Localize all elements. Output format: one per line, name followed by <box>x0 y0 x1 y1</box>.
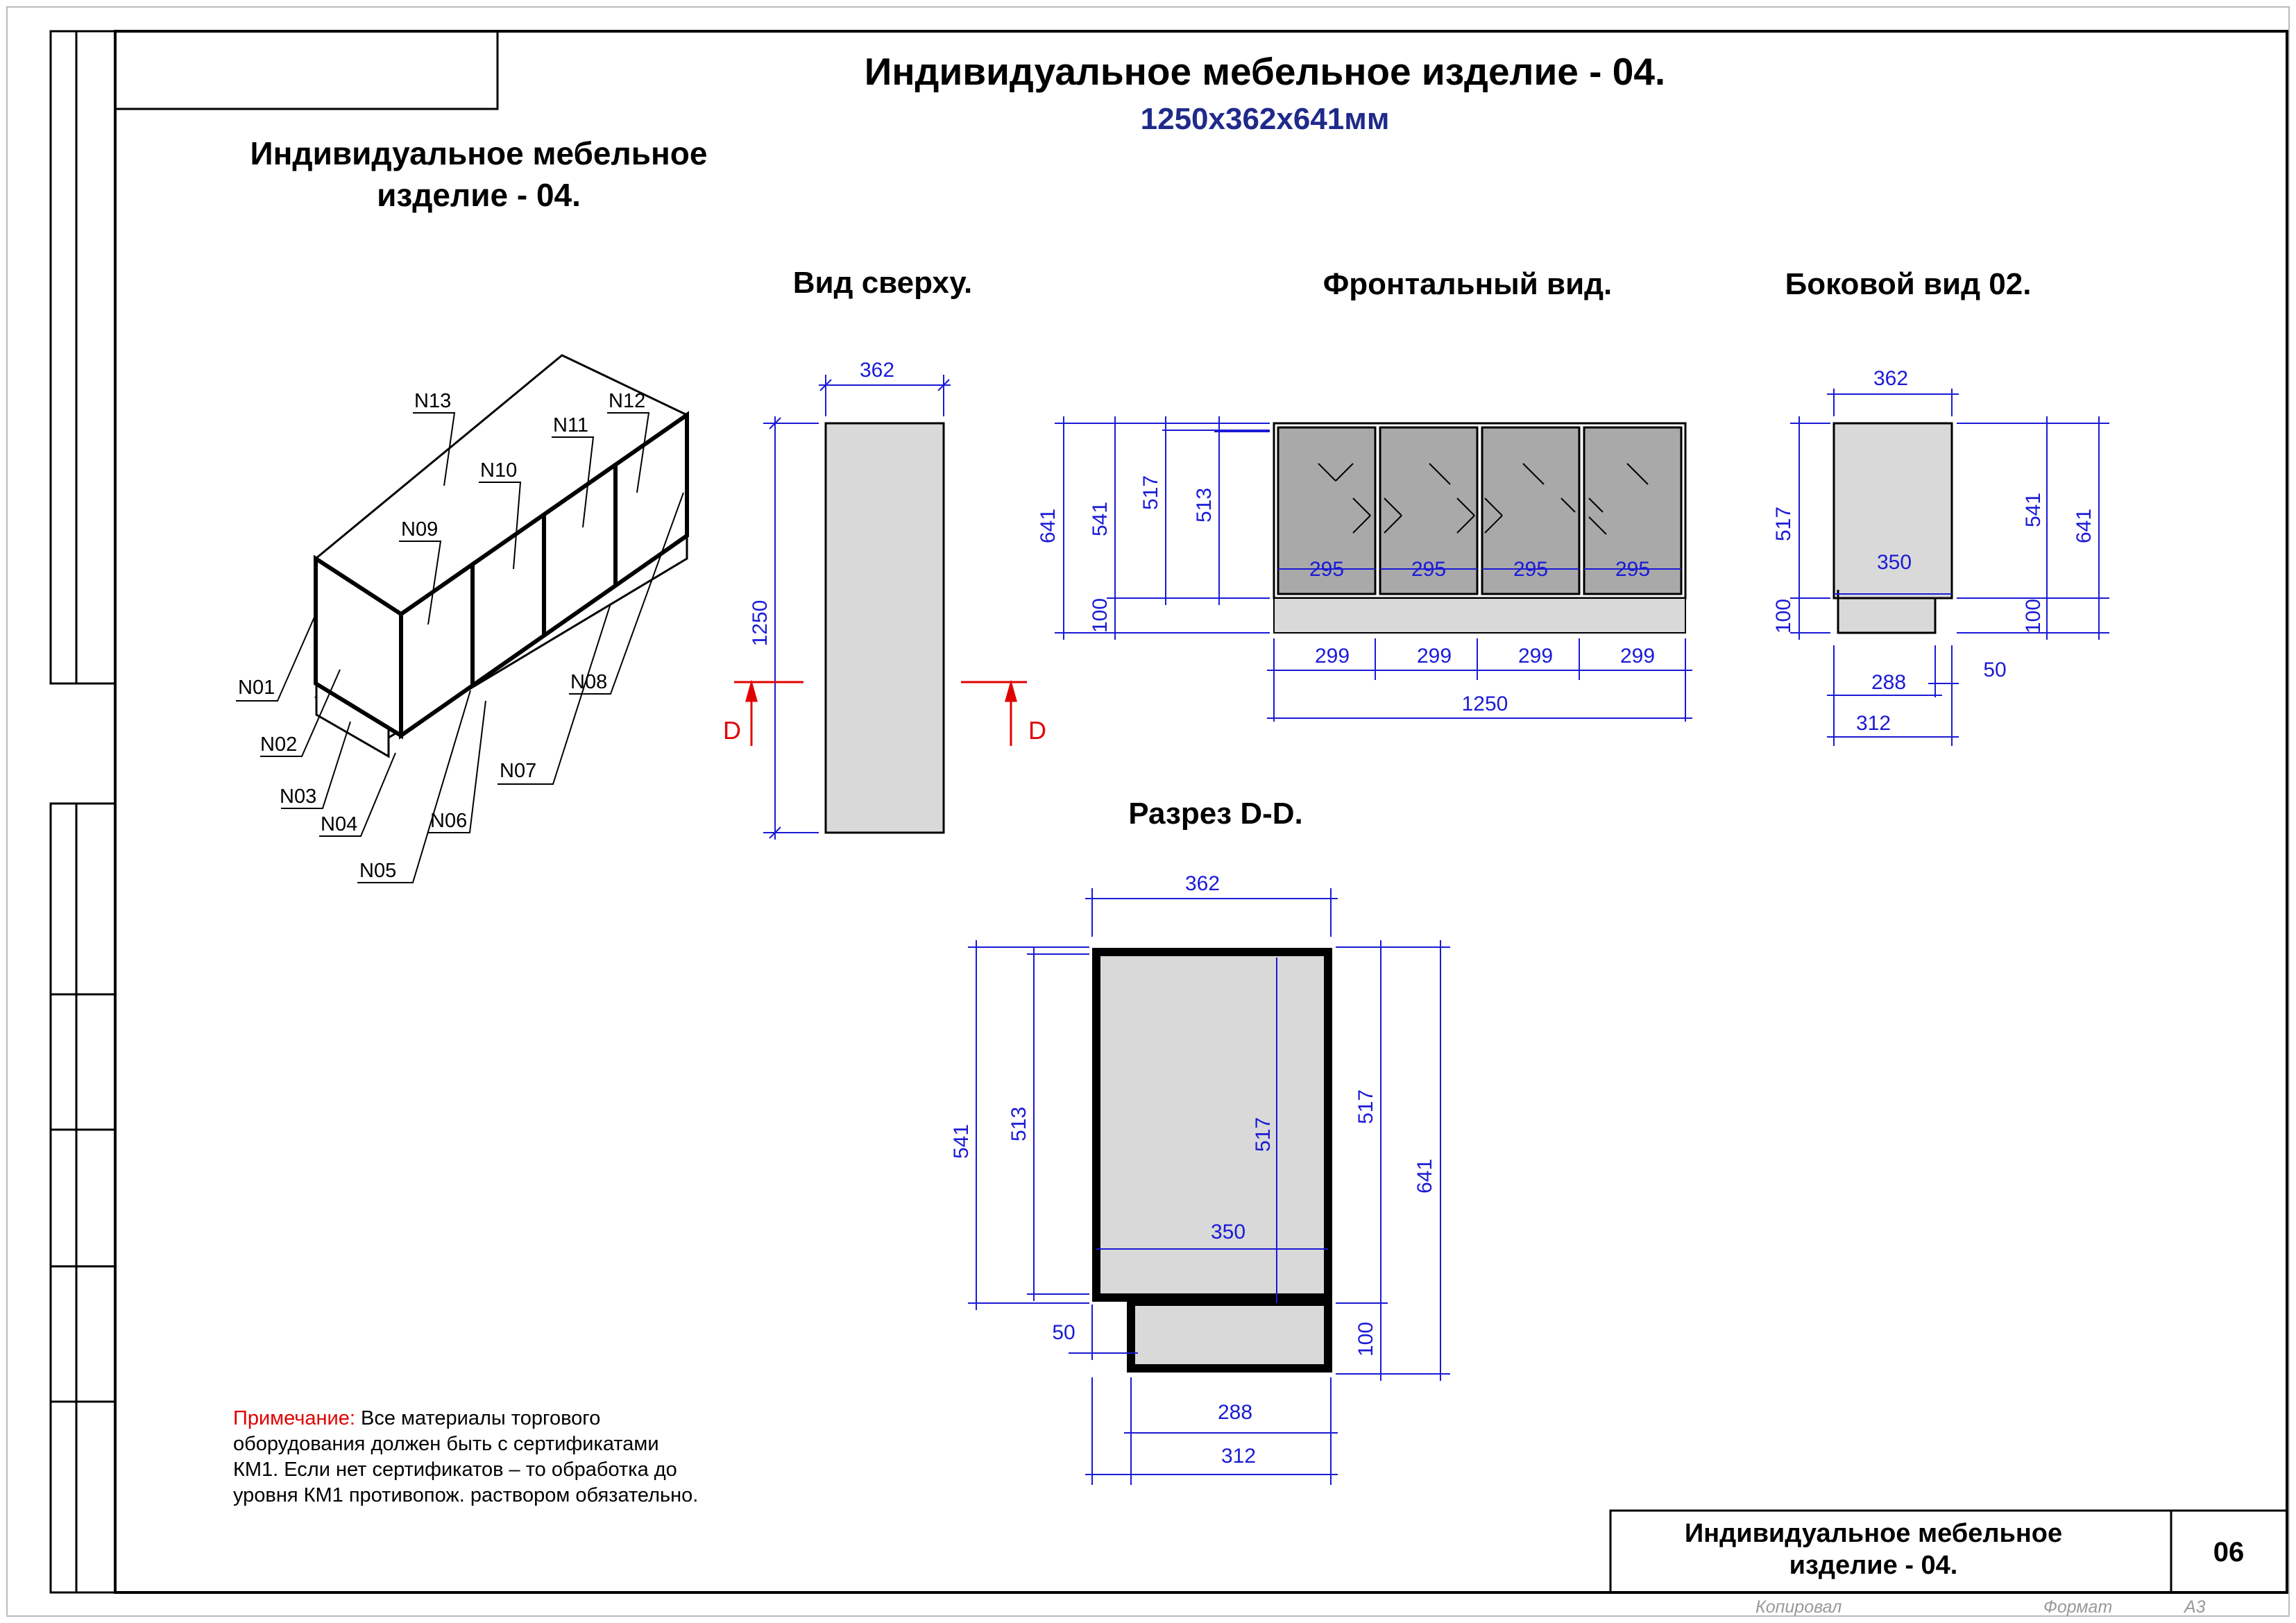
iso-title-line1: Индивидуальное мебельное <box>250 135 708 171</box>
title-block-line2: изделие - 04. <box>1789 1551 1958 1580</box>
section-d50-dim: 50 <box>1052 1321 1075 1344</box>
front-h641-dim: 641 <box>1037 509 1060 543</box>
stamp-format-value: А3 <box>2183 1597 2206 1617</box>
note-line3: КМ1. Если нет сертификатов – то обработк… <box>233 1459 677 1481</box>
section-d312-dim: 312 <box>1221 1445 1256 1468</box>
page-title: Индивидуальное мебельное изделие - 04. <box>865 50 1665 93</box>
iso-label-n09: N09 <box>401 518 438 541</box>
stamp-copied: Копировал <box>1755 1597 1842 1617</box>
sheet-frame <box>6 6 2290 1617</box>
iso-title-line2: изделие - 04. <box>377 177 581 213</box>
iso-label-n05: N05 <box>359 860 396 882</box>
view-title-section: Разрез D-D. <box>1128 797 1303 831</box>
iso-label-n13: N13 <box>414 390 451 412</box>
front-h517-dim: 517 <box>1139 475 1162 510</box>
isometric-drawing: N01 N02 N03 N04 N05 N06 N07 N08 N09 N10 … <box>236 354 689 883</box>
front-total-dim: 1250 <box>1462 692 1508 715</box>
note-block: Примечание: Все материалы торгового обор… <box>233 1407 698 1506</box>
front-h513-dim: 513 <box>1193 488 1216 522</box>
iso-label-n04: N04 <box>321 813 357 835</box>
front-pitch3-dim: 299 <box>1518 645 1553 668</box>
side-h517-dim: 517 <box>1772 507 1795 541</box>
front-door1-dim: 295 <box>1309 558 1344 581</box>
front-door2-dim: 295 <box>1411 558 1446 581</box>
iso-label-n03: N03 <box>280 785 316 808</box>
iso-label-n10: N10 <box>480 459 517 482</box>
front-door4-dim: 295 <box>1615 558 1650 581</box>
side-h100-dim: 100 <box>1772 599 1795 634</box>
side-d50-dim: 50 <box>1983 658 2006 681</box>
side-h641-dim: 641 <box>2073 509 2095 543</box>
title-block-line1: Индивидуальное мебельное <box>1685 1519 2062 1548</box>
view-title-side: Боковой вид 02. <box>1785 267 2032 301</box>
section-h517o-dim: 517 <box>1354 1089 1377 1124</box>
section-h641-dim: 641 <box>1413 1159 1436 1193</box>
view-title-front: Фронтальный вид. <box>1323 267 1613 301</box>
title-block-sheet-number: 06 <box>2213 1537 2245 1567</box>
side-h100r-dim: 100 <box>2022 599 2045 634</box>
section-width-dim: 362 <box>1185 872 1220 895</box>
note-line1: Все материалы торгового <box>355 1407 600 1429</box>
front-pitch1-dim: 299 <box>1315 645 1350 668</box>
section-inner-dim: 350 <box>1211 1221 1245 1243</box>
page-subtitle-dimensions: 1250x362x641мм <box>1141 102 1390 136</box>
side-inner-dim: 350 <box>1877 551 1912 574</box>
section-d288-dim: 288 <box>1218 1401 1252 1424</box>
front-pitch4-dim: 299 <box>1620 645 1655 668</box>
iso-label-n06: N06 <box>430 810 467 832</box>
front-pitch2-dim: 299 <box>1417 645 1452 668</box>
section-h541-dim: 541 <box>950 1124 973 1159</box>
side-width-dim: 362 <box>1873 367 1908 390</box>
side-view: 350 362 517 100 541 641 100 288 <box>1772 367 2109 746</box>
stamp-format-label: Формат <box>2043 1597 2112 1617</box>
top-view: 362 1250 D D <box>723 359 1046 840</box>
note-line2: оборудования должен быть с сертификатами <box>233 1433 659 1455</box>
section-view: 350 362 541 513 <box>950 872 1450 1485</box>
side-d288-dim: 288 <box>1871 671 1906 694</box>
side-d312-dim: 312 <box>1856 712 1891 735</box>
front-view: 295 295 295 295 641 541 517 513 100 <box>1037 416 1692 722</box>
iso-label-n02: N02 <box>260 733 297 756</box>
front-h100-dim: 100 <box>1089 598 1112 633</box>
title-block: Индивидуальное мебельное изделие - 04. 0… <box>1685 1519 2244 1617</box>
top-view-length-dim: 1250 <box>749 600 772 647</box>
front-h541-dim: 541 <box>1089 502 1112 536</box>
section-h513-dim: 513 <box>1007 1107 1030 1141</box>
iso-label-n12: N12 <box>609 390 645 412</box>
front-door3-dim: 295 <box>1513 558 1548 581</box>
view-title-top: Вид сверху. <box>793 266 973 300</box>
iso-label-n07: N07 <box>500 760 536 782</box>
section-marker-right: D <box>1028 716 1046 745</box>
note-line4: уровня КМ1 противопож. раствором обязате… <box>233 1484 698 1506</box>
note-label: Примечание: <box>233 1407 355 1429</box>
section-marker-left: D <box>723 716 741 745</box>
section-h100-dim: 100 <box>1354 1322 1377 1357</box>
side-h541-dim: 541 <box>2022 493 2045 527</box>
svg-text:Примечание: Все материалы торг: Примечание: Все материалы торгового <box>233 1407 600 1429</box>
iso-label-n01: N01 <box>238 677 275 699</box>
section-h517-dim: 517 <box>1252 1117 1275 1152</box>
top-view-width-dim: 362 <box>860 359 894 382</box>
iso-label-n11: N11 <box>553 414 588 436</box>
iso-label-n08: N08 <box>570 671 607 693</box>
